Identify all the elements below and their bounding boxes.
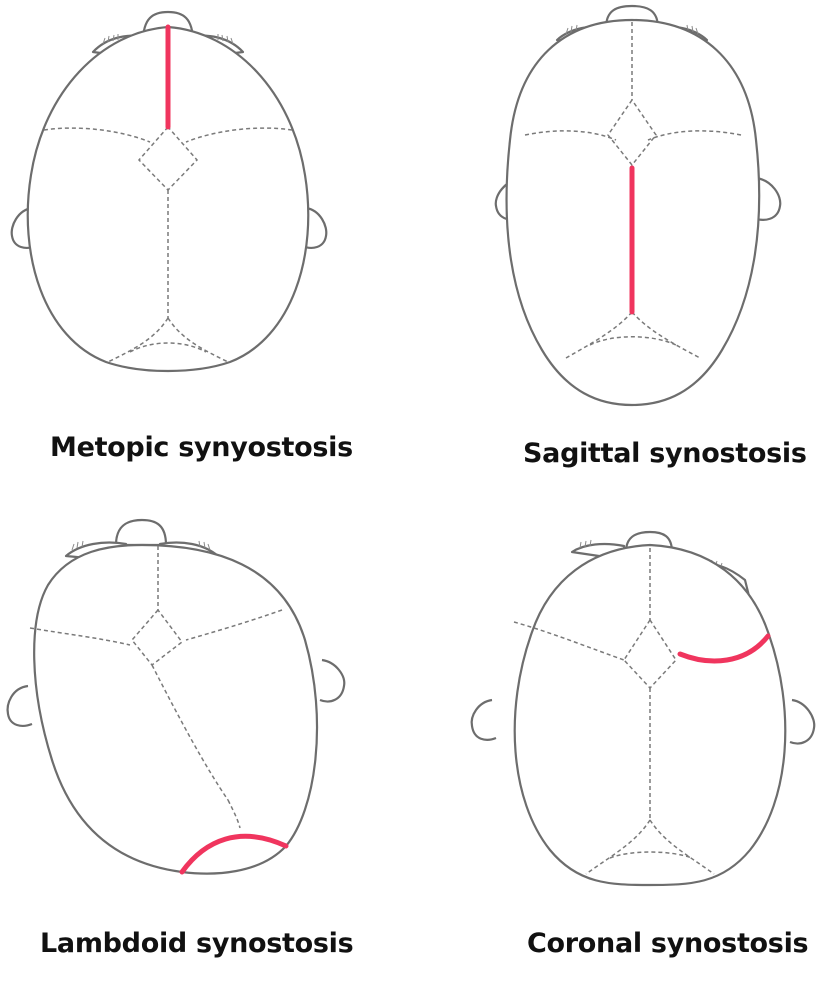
coronal-caption: Coronal synostosis [527,928,808,959]
lambdoid-caption: Lambdoid synostosis [40,928,353,959]
sagittal-caption: Sagittal synostosis [523,438,807,469]
metopic-caption: Metopic synyostosis [50,432,353,463]
